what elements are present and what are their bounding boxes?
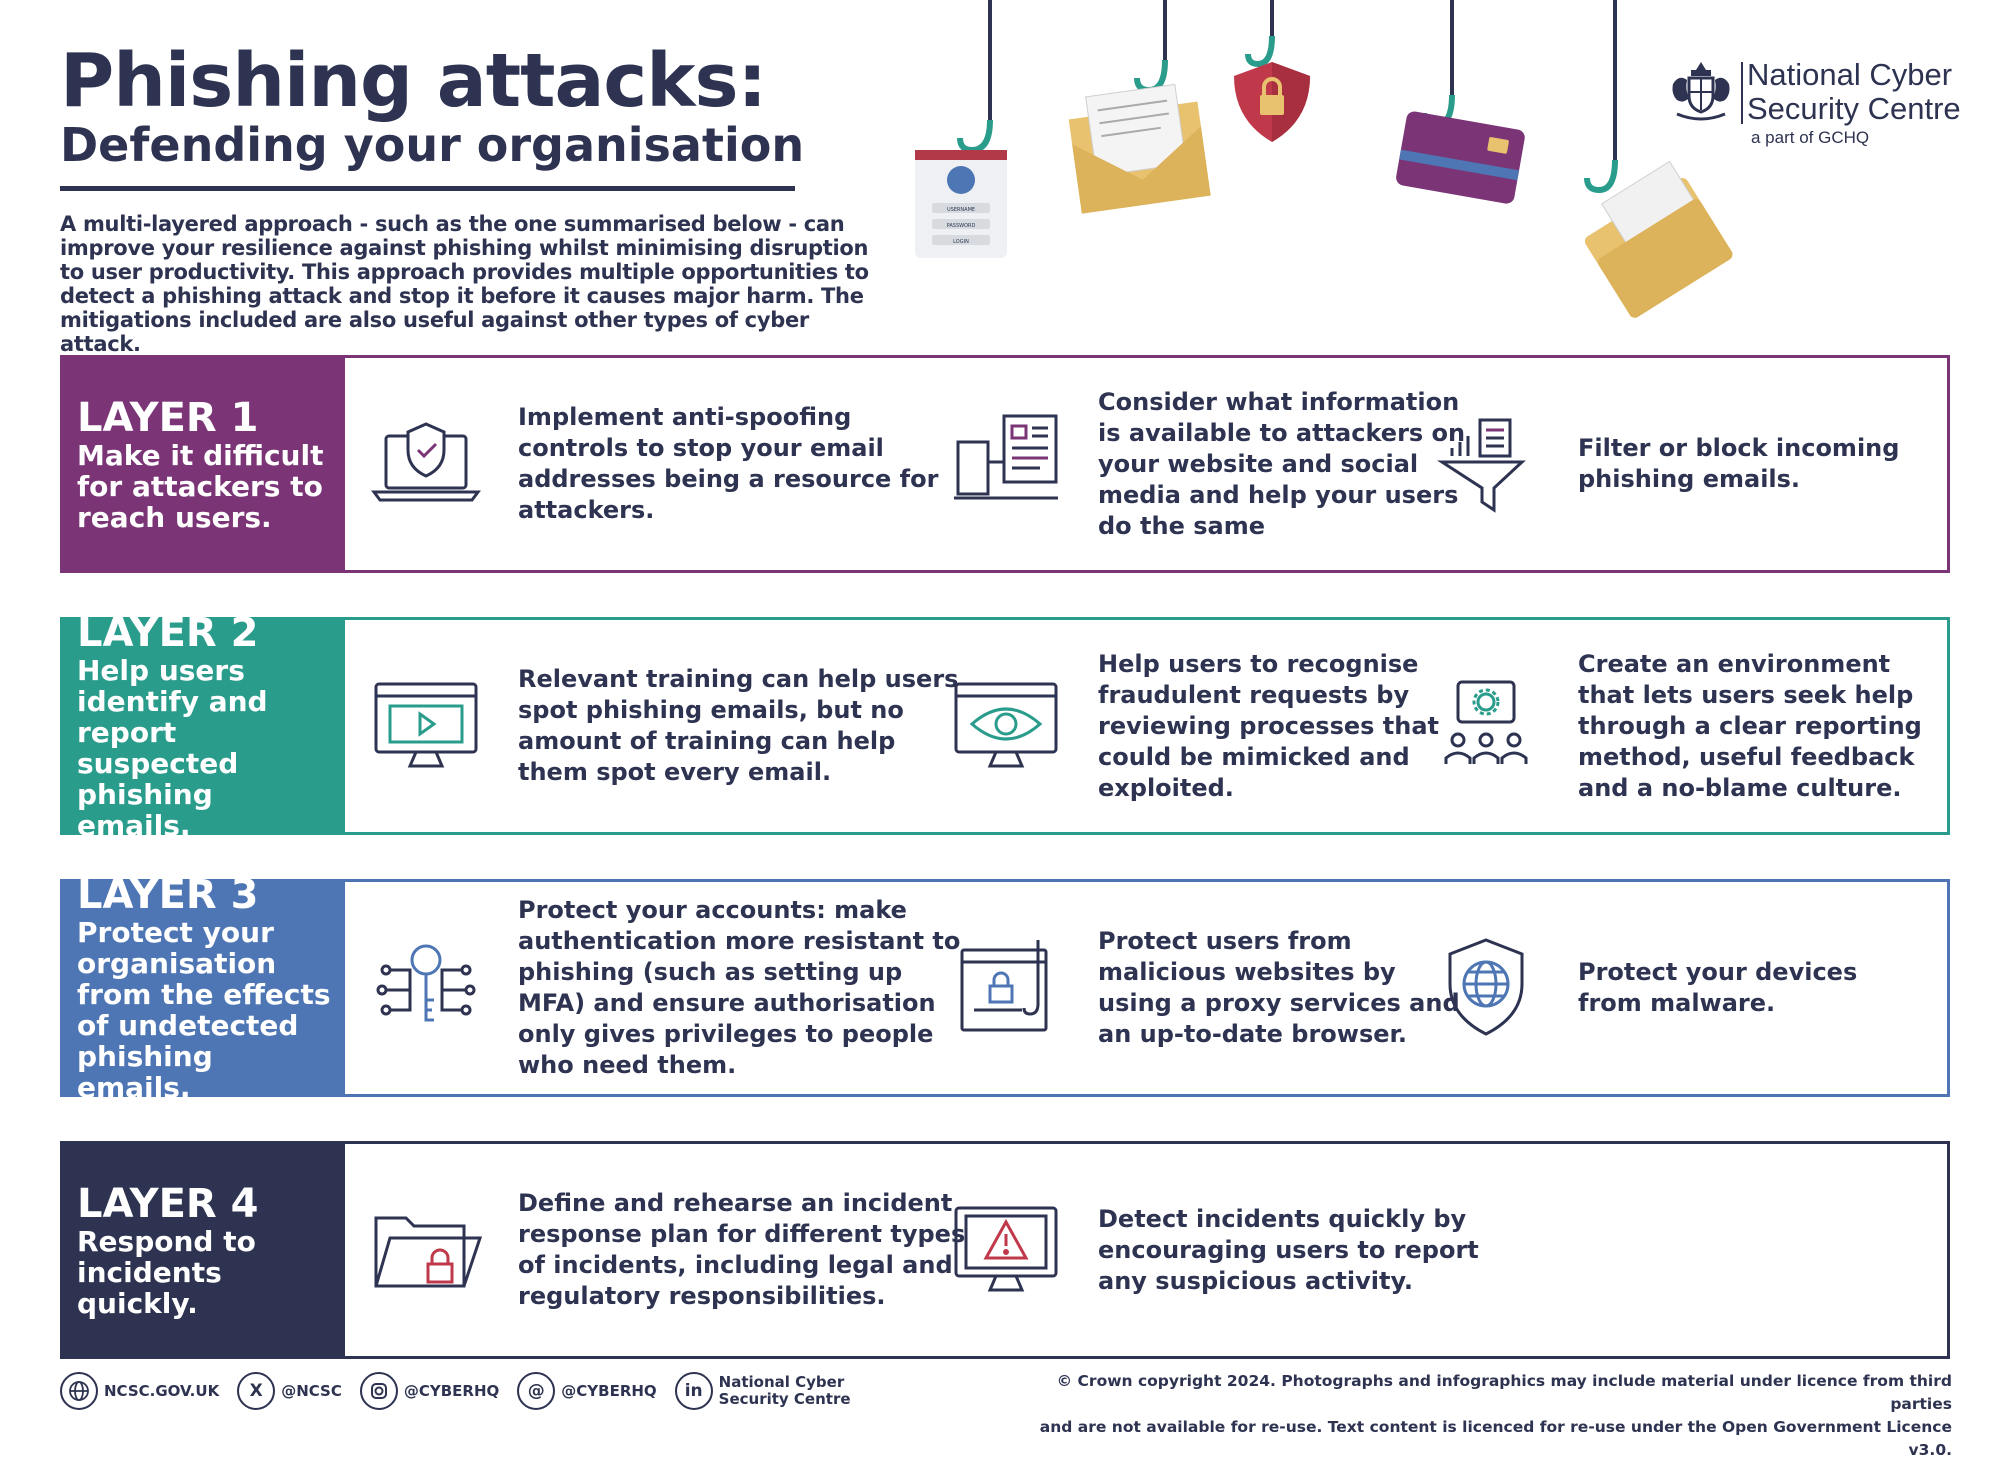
- layer-2-description: Help users identify and report suspected…: [77, 654, 268, 842]
- footer-x-text: @NCSC: [281, 1382, 342, 1400]
- layer-3-item-3-text: Protect your devices from malware.: [1578, 958, 1858, 1017]
- envelope-icon: [1068, 0, 1211, 214]
- layer-4-name: LAYER 4: [77, 1180, 259, 1227]
- threads-icon: @: [517, 1372, 556, 1410]
- layer-1-item-2-text: Consider what information is available t…: [1098, 387, 1466, 540]
- logo-name-line1: National Cyber: [1747, 57, 1953, 92]
- layer-1-item-1-text: Implement anti-spoofing controls to stop…: [518, 403, 939, 524]
- layer-4-item-2: Detect incidents quickly by encouraging …: [948, 1144, 1508, 1356]
- people-support-icon: [1444, 680, 1528, 764]
- website-computer-icon: [954, 414, 1058, 500]
- phishing-hooks-illustration: USERNAME PASSWORD LOGIN: [915, 0, 1733, 318]
- layer-1-item-3-text: Filter or block incoming phishing emails…: [1578, 434, 1900, 493]
- royal-crest-icon: [1672, 62, 1730, 121]
- footer-website[interactable]: NCSC.GOV.UK: [60, 1372, 219, 1410]
- intro-paragraph: A multi-layered approach - such as the o…: [60, 212, 869, 356]
- login-username-label: USERNAME: [947, 207, 975, 213]
- ncsc-logo: National Cyber Security Centre a part of…: [1665, 58, 1961, 147]
- footer-links: NCSC.GOV.UK X @NCSC @CYBERHQ @ @CYBERHQ …: [60, 1372, 869, 1410]
- logo-name-line2: Security Centre: [1747, 91, 1961, 126]
- training-video-icon: [374, 682, 478, 768]
- layer-4-item-1-text: Define and rehearse an incident response…: [518, 1189, 966, 1310]
- linkedin-icon: in: [674, 1372, 713, 1410]
- login-button-label: LOGIN: [953, 239, 969, 245]
- page-subtitle: Defending your organisation: [60, 118, 805, 172]
- layer-4-panel: LAYER 4 Respond to incidents quickly. De…: [60, 1141, 1950, 1359]
- logo-divider: [1741, 62, 1743, 124]
- footer-x[interactable]: X @NCSC: [237, 1372, 342, 1410]
- locked-folder-icon: [374, 1216, 483, 1288]
- copyright-notice: © Crown copyright 2024. Photographs and …: [1020, 1370, 1952, 1462]
- footer-instagram[interactable]: @CYBERHQ: [359, 1372, 500, 1410]
- key-network-icon: [376, 944, 476, 1022]
- shield-laptop-icon: [371, 422, 481, 502]
- layer-1-description: Make it difficult for attackers to reach…: [77, 438, 324, 534]
- layer-2-item-3: Create an environment that lets users se…: [1428, 620, 1928, 832]
- login-card-icon: USERNAME PASSWORD LOGIN: [915, 0, 1007, 258]
- footer-linkedin-text: National Cyber Security Centre: [719, 1374, 851, 1408]
- logo-subtitle: a part of GCHQ: [1751, 128, 1870, 147]
- copyright-line2: and are not available for re-use. Text c…: [1039, 1418, 1952, 1459]
- layer-1-panel: LAYER 1 Make it difficult for attackers …: [60, 355, 1950, 573]
- page-title: Phishing attacks:: [60, 38, 767, 124]
- eye-monitor-icon: [954, 682, 1058, 768]
- footer-threads-text: @CYBERHQ: [561, 1382, 657, 1400]
- footer-linkedin[interactable]: in National Cyber Security Centre: [674, 1372, 851, 1410]
- title-underline: [60, 186, 795, 191]
- layer-2-item-2: Help users to recognise fraudulent reque…: [948, 620, 1468, 832]
- layer-2-panel: LAYER 2 Help users identify and report s…: [60, 611, 1950, 841]
- layer-1-item-1: Implement anti-spoofing controls to stop…: [368, 358, 968, 570]
- layer-1-name: LAYER 1: [77, 394, 259, 441]
- layer-3-item-1-text: Protect your accounts: make authenticati…: [518, 896, 961, 1079]
- footer-linkedin-line1: National Cyber: [718, 1373, 845, 1391]
- footer-threads[interactable]: @ @CYBERHQ: [517, 1372, 657, 1410]
- layer-4-item-2-text: Detect incidents quickly by encouraging …: [1098, 1204, 1479, 1295]
- layer-4-item-1: Define and rehearse an incident response…: [368, 1144, 968, 1356]
- copyright-line1: © Crown copyright 2024. Photographs and …: [1056, 1372, 1952, 1413]
- layer-1-item-3: Filter or block incoming phishing emails…: [1428, 358, 1928, 570]
- layer-3-name: LAYER 3: [77, 872, 259, 918]
- layer-2-item-1: Relevant training can help users spot ph…: [368, 620, 968, 832]
- layer-3-item-3: Protect your devices from malware.: [1428, 882, 1928, 1094]
- layer-3-item-1: Protect your accounts: make authenticati…: [368, 882, 968, 1094]
- layer-4-description: Respond to incidents quickly.: [77, 1224, 256, 1320]
- layer-2-item-1-text: Relevant training can help users spot ph…: [518, 665, 959, 786]
- layer-2-item-2-text: Help users to recognise fraudulent reque…: [1098, 649, 1440, 802]
- layer-4-heading: LAYER 4 Respond to incidents quickly.: [63, 1144, 345, 1356]
- login-password-label: PASSWORD: [947, 223, 976, 229]
- layer-1-item-2: Consider what information is available t…: [948, 358, 1468, 570]
- layer-3-heading: LAYER 3 Protect your organisation from t…: [63, 873, 345, 1103]
- globe-icon: [60, 1372, 98, 1410]
- layer-3-item-2: Protect users from malicious websites by…: [948, 882, 1468, 1094]
- x-logo-icon: X: [237, 1372, 276, 1410]
- globe-shield-icon: [1448, 938, 1524, 1036]
- layer-2-item-3-text: Create an environment that lets users se…: [1578, 649, 1922, 802]
- instagram-icon: [359, 1372, 398, 1410]
- layer-3-description: Protect your organisation from the effec…: [77, 916, 331, 1104]
- alert-monitor-icon: [954, 1206, 1058, 1292]
- filter-funnel-icon: [1436, 418, 1526, 513]
- logo-name: National Cyber Security Centre: [1747, 58, 1961, 126]
- padlock-shield-icon: [1234, 0, 1310, 142]
- layer-1-heading: LAYER 1 Make it difficult for attackers …: [63, 358, 345, 570]
- layer-2-heading: LAYER 2 Help users identify and report s…: [63, 611, 345, 841]
- footer-linkedin-line2: Security Centre: [718, 1390, 851, 1408]
- footer-instagram-text: @CYBERHQ: [403, 1382, 500, 1400]
- secure-browser-icon: [960, 940, 1048, 1032]
- layer-3-item-2-text: Protect users from malicious websites by…: [1098, 927, 1460, 1048]
- layer-3-panel: LAYER 3 Protect your organisation from t…: [60, 873, 1950, 1103]
- credit-card-icon: [1396, 0, 1525, 204]
- document-folder-icon: [1584, 0, 1733, 318]
- footer-website-text: NCSC.GOV.UK: [104, 1382, 220, 1400]
- layer-2-name: LAYER 2: [77, 610, 259, 656]
